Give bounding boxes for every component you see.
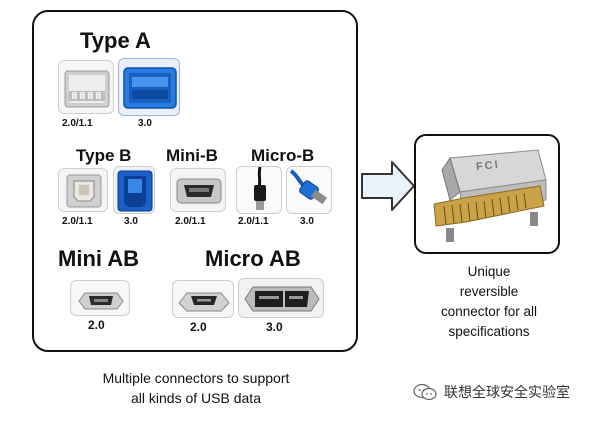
mini-b-version: 2.0/1.1 — [175, 216, 206, 227]
type-a-version-3: 3.0 — [138, 118, 152, 129]
micro-b-version-3: 3.0 — [300, 216, 314, 227]
type-b-3-connector — [113, 166, 155, 214]
micro-b-3-connector — [286, 166, 332, 214]
connectors-caption: Multiple connectors to support all kinds… — [40, 368, 352, 408]
usb-c-caption: Unique reversible connector for all spec… — [416, 262, 562, 342]
micro-ab-version-3: 3.0 — [266, 320, 283, 334]
mini-b-connector — [170, 168, 226, 212]
usb-c-caption-line-1: Unique — [467, 264, 511, 279]
type-b-version-3: 3.0 — [124, 216, 138, 227]
arrow-right-icon — [361, 161, 415, 211]
type-a-version-2: 2.0/1.1 — [62, 118, 93, 129]
micro-ab-3-connector — [238, 278, 324, 318]
micro-b-version-2: 2.0/1.1 — [238, 216, 269, 227]
type-b-title: Type B — [76, 146, 132, 165]
micro-ab-title: Micro AB — [205, 246, 301, 271]
watermark: 联想全球安全实验室 — [412, 382, 570, 402]
micro-ab-2-connector — [172, 280, 234, 318]
usb-c-connector — [420, 140, 554, 248]
type-a-2-connector — [58, 60, 114, 114]
micro-b-title: Micro-B — [251, 146, 315, 165]
micro-ab-version-2: 2.0 — [190, 320, 207, 334]
mini-ab-connector — [70, 280, 130, 316]
mini-ab-version: 2.0 — [88, 318, 105, 332]
watermark-text: 联想全球安全实验室 — [444, 385, 570, 401]
wechat-icon — [413, 383, 437, 401]
mini-ab-title: Mini AB — [58, 246, 140, 271]
type-b-version-2: 2.0/1.1 — [62, 216, 93, 227]
usb-c-caption-line-3: connector for all — [440, 304, 538, 319]
connectors-caption-line-1: Multiple connectors to support — [102, 370, 290, 386]
chip-label: FCI — [475, 158, 501, 174]
connectors-caption-line-2: all kinds of USB data — [131, 390, 261, 406]
type-a-3-connector — [118, 58, 180, 116]
usb-c-caption-line-4: specifications — [448, 324, 530, 339]
mini-b-title: Mini-B — [166, 146, 218, 165]
micro-b-2-connector — [236, 166, 282, 214]
usb-c-caption-line-2: reversible — [459, 284, 519, 299]
type-b-2-connector — [58, 168, 108, 212]
type-a-title: Type A — [80, 28, 151, 53]
